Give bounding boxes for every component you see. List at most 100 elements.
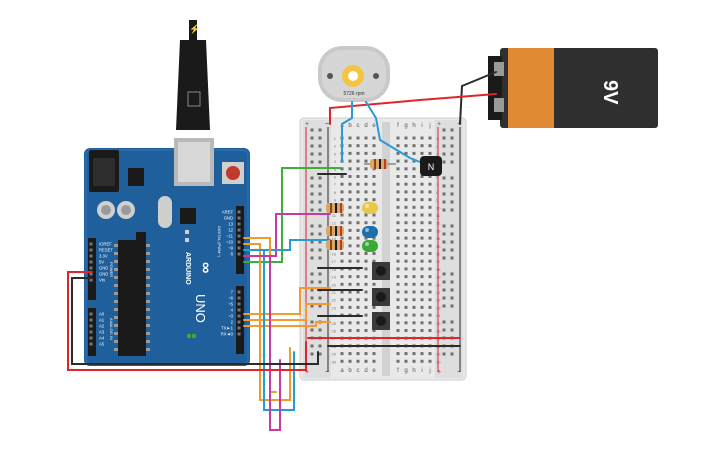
wire-blue-loop xyxy=(243,249,295,411)
rail-sign: + xyxy=(305,121,309,128)
column-letter: b xyxy=(348,368,352,374)
column-letter: a xyxy=(340,368,344,374)
arduino-uno-board[interactable]: IOREFRESET3.3V5VGNDGNDVinA0A1A2A3A4A5ARE… xyxy=(84,138,250,366)
column-letter: c xyxy=(357,123,360,129)
led-yellow[interactable] xyxy=(362,202,378,214)
arduino-brand: ARDUINO xyxy=(184,252,191,285)
rail-sign: − xyxy=(325,121,329,128)
row-number: 15 xyxy=(436,244,441,249)
row-number: 19 xyxy=(436,275,441,280)
row-number: 14 xyxy=(436,236,441,241)
resistor-led-blue[interactable] xyxy=(326,226,344,236)
rail-sign: − xyxy=(457,121,461,128)
column-letter: j xyxy=(428,368,430,374)
row-number: 11 xyxy=(332,213,337,218)
row-number: 8 xyxy=(436,190,439,195)
arduino-pin-label: TX►1 xyxy=(221,326,233,331)
digital-header-top[interactable] xyxy=(236,206,244,274)
led-blue[interactable] xyxy=(362,226,378,238)
arduino-pin-label: A2 xyxy=(99,324,105,329)
row-number: 19 xyxy=(332,275,337,280)
row-number: 12 xyxy=(436,221,441,226)
arduino-pin-label: ~5 xyxy=(228,302,233,307)
column-letter: g xyxy=(404,368,407,374)
arduino-pin-label: 2 xyxy=(231,320,234,325)
column-letter: f xyxy=(397,368,399,374)
row-number: 14 xyxy=(332,236,337,241)
arduino-pin-label: ~3 xyxy=(228,314,233,319)
push-button-2[interactable] xyxy=(372,288,390,306)
arduino-pin-label: RESET xyxy=(99,248,113,253)
arduino-pin-label: ~10 xyxy=(226,240,234,245)
row-number: 17 xyxy=(332,259,337,264)
arduino-pin-label: A5 xyxy=(99,342,105,347)
wire-battery-positive xyxy=(329,93,497,125)
resistor-base[interactable] xyxy=(364,159,396,169)
row-number: 16 xyxy=(436,252,441,257)
resistor-led-yellow[interactable] xyxy=(326,203,344,213)
row-number: 29 xyxy=(436,352,441,357)
arduino-pin-label: A4 xyxy=(99,336,105,341)
breadboard[interactable]: 1122334455667788991010111112121313141415… xyxy=(299,117,467,381)
row-number: 25 xyxy=(332,321,337,326)
row-number: 23 xyxy=(332,305,337,310)
wire-pin2-orange xyxy=(243,321,331,327)
arduino-pin-label: 12 xyxy=(228,228,233,233)
row-number: 30 xyxy=(436,359,441,364)
wire-pin4-orange xyxy=(243,287,331,315)
column-letter: h xyxy=(412,123,415,129)
row-number: 9 xyxy=(436,198,439,203)
column-letter: f xyxy=(397,123,399,129)
row-number: 20 xyxy=(436,282,441,287)
row-number: 3 xyxy=(436,151,439,156)
row-number: 18 xyxy=(332,267,337,272)
push-button-3[interactable] xyxy=(372,312,390,330)
arduino-pin-label: A0 xyxy=(99,312,105,317)
wire-battery-negative xyxy=(459,71,497,125)
battery-9v[interactable]: 9V xyxy=(488,48,658,128)
row-number: 26 xyxy=(436,329,441,334)
wire-gnd-black xyxy=(71,277,319,365)
transistor-label: N xyxy=(428,162,435,172)
transistor-npn[interactable]: N xyxy=(420,156,442,176)
column-letter: j xyxy=(428,123,430,129)
breadboard-components[interactable]: N xyxy=(326,156,442,330)
row-number: 7 xyxy=(334,182,337,187)
arduino-pin-label: 7 xyxy=(231,290,234,295)
crystal xyxy=(158,196,172,228)
push-button-1[interactable] xyxy=(372,262,390,280)
arduino-pin-label: 13 xyxy=(228,222,233,227)
row-number: 11 xyxy=(436,213,441,218)
wire-5v-red xyxy=(67,271,307,371)
rail-sign: + xyxy=(305,369,309,376)
usb-cable[interactable]: ⚡ xyxy=(176,20,210,130)
row-number: 2 xyxy=(334,144,337,149)
row-number: 2 xyxy=(436,144,439,149)
motor-rpm-label: 5726 rpm xyxy=(343,91,364,97)
battery-label: 9V xyxy=(599,80,621,105)
column-letter: b xyxy=(348,123,352,129)
column-letter: g xyxy=(404,123,407,129)
dc-motor[interactable]: 5726 rpm xyxy=(318,46,390,102)
arduino-pin-label: Vin xyxy=(99,278,106,283)
column-letter: d xyxy=(364,368,367,374)
digital-header-bottom[interactable] xyxy=(236,286,244,354)
arduino-pin-label: 5V xyxy=(99,260,104,265)
digital-label: DIGITAL (PWM~) xyxy=(217,226,222,258)
arduino-pin-label: GND xyxy=(99,266,108,271)
resistor-led-green[interactable] xyxy=(326,240,344,250)
led-green[interactable] xyxy=(362,240,378,252)
wire-pin12-orange xyxy=(243,243,291,401)
wire-motor-a xyxy=(341,101,353,163)
arduino-pin-label: 3.3V xyxy=(99,254,108,259)
row-number: 30 xyxy=(332,359,337,364)
wire-motor-b xyxy=(365,101,421,163)
lightning-icon: ⚡ xyxy=(189,23,200,35)
breadboard-labels: 1122334455667788991010111112121313141415… xyxy=(305,121,461,376)
row-number: 29 xyxy=(332,352,337,357)
wires[interactable] xyxy=(67,71,497,431)
arduino-pin-label: ~9 xyxy=(228,246,233,251)
column-letter: h xyxy=(412,368,415,374)
column-letter: i xyxy=(421,123,422,129)
